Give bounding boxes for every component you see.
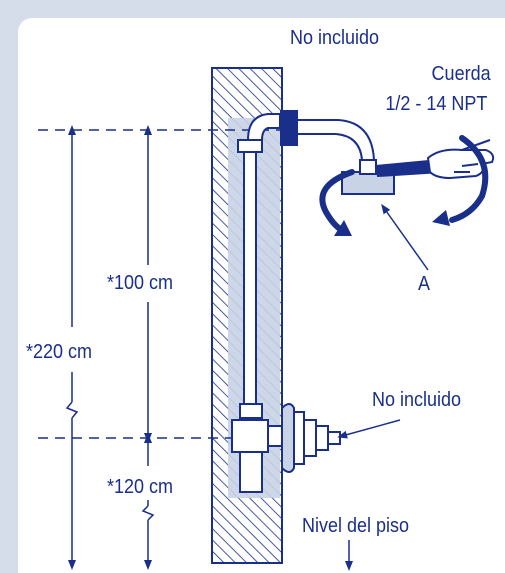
label-not-included-valve: No incluido bbox=[372, 389, 462, 411]
label-dimension-220: *220 cm bbox=[26, 341, 93, 363]
label-dimension-120: *120 cm bbox=[107, 476, 174, 498]
pipe-assembly bbox=[231, 113, 283, 493]
label-floor-level: Nivel del piso bbox=[302, 515, 410, 537]
rotation-arrows bbox=[319, 135, 489, 233]
connection-tube bbox=[298, 119, 375, 161]
label-not-included-top: No incluido bbox=[290, 27, 380, 49]
callout-a-leader bbox=[381, 203, 429, 271]
label-dimension-100: *100 cm bbox=[107, 272, 174, 294]
valve bbox=[281, 403, 341, 473]
rotation-arrow-heads bbox=[334, 210, 450, 236]
label-thread-line1: Cuerda bbox=[431, 63, 491, 85]
reference-lines bbox=[38, 129, 295, 439]
dimension-120 bbox=[141, 433, 155, 570]
valve-leader bbox=[337, 419, 401, 439]
wall-flange bbox=[280, 110, 298, 146]
dimension-220 bbox=[65, 125, 79, 570]
label-thread-line2: 1/2 - 14 NPT bbox=[384, 93, 487, 115]
label-callout-a: A bbox=[418, 273, 431, 295]
